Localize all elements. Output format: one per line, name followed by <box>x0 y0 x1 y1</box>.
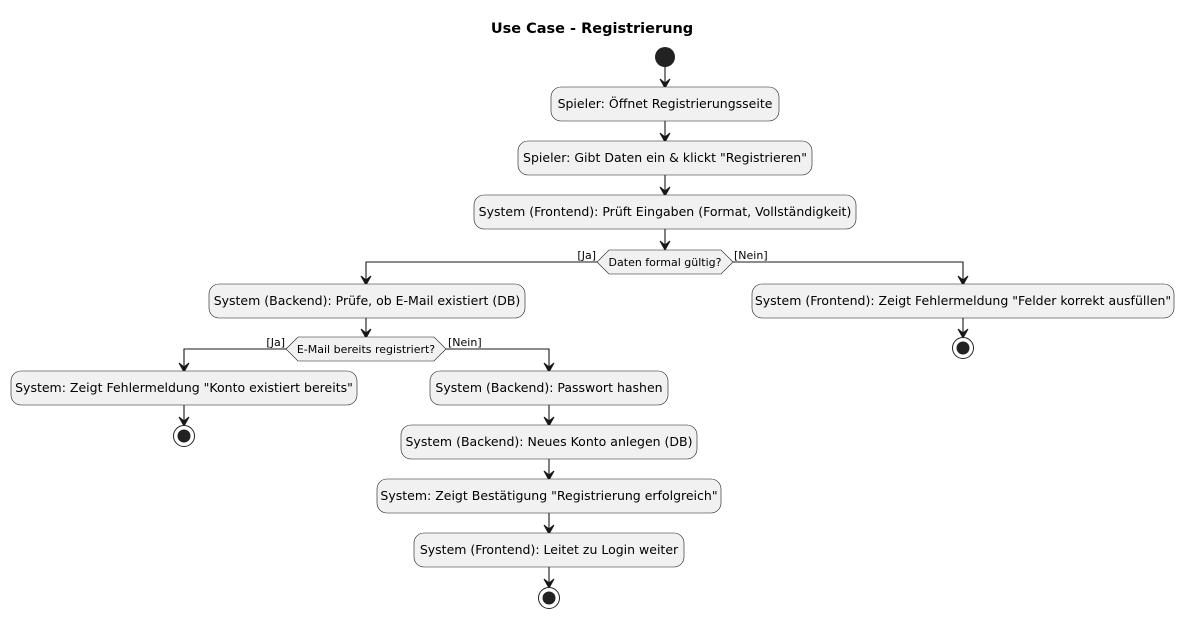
arrowhead <box>659 240 671 252</box>
activity-create-account: System (Backend): Neues Konto anlegen (D… <box>400 424 698 460</box>
activity-label: System (Frontend): Zeigt Fehlermeldung "… <box>755 293 1171 308</box>
arrowhead <box>178 362 190 374</box>
arrowhead <box>178 416 190 428</box>
activity-box <box>10 370 358 406</box>
diagram-title: Use Case - Registrierung <box>491 21 693 37</box>
end-node-success <box>538 587 560 609</box>
arrowhead <box>360 275 372 287</box>
end-dot <box>956 341 970 355</box>
activity-enter-data: Spieler: Gibt Daten ein & klickt "Regist… <box>517 140 813 176</box>
activity-box <box>208 283 526 319</box>
activity-box <box>517 140 813 176</box>
activity-open-page: Spieler: Öffnet Registrierungsseite <box>550 86 780 122</box>
activity-label: System (Backend): Neues Konto anlegen (D… <box>406 434 693 449</box>
activity-label: System (Frontend): Leitet zu Login weite… <box>420 542 679 557</box>
activity-box <box>429 370 669 406</box>
end-dot <box>177 429 191 443</box>
activity-label: Spieler: Öffnet Registrierungsseite <box>558 95 773 111</box>
edges <box>178 67 969 590</box>
activity-backend-check-email: System (Backend): Prüfe, ob E-Mail exist… <box>208 283 526 319</box>
decision-diamond <box>596 249 734 275</box>
end-node-error-fields <box>952 337 974 359</box>
activity-error-account-exists: System: Zeigt Fehlermeldung "Konto exist… <box>10 370 358 406</box>
activity-box <box>413 532 685 568</box>
end-dot <box>542 591 556 605</box>
activity-label: System: Zeigt Bestätigung "Registrierung… <box>380 488 717 503</box>
arrowhead <box>543 362 555 374</box>
activity-box <box>376 478 722 514</box>
activity-label: Spieler: Gibt Daten ein & klickt "Regist… <box>523 150 807 165</box>
activity-box <box>751 283 1175 319</box>
decision-question: E-Mail bereits registriert? <box>297 343 435 356</box>
arrowhead <box>543 524 555 536</box>
decision-data-valid: Daten formal gültig? [Ja] [Nein] <box>577 249 768 275</box>
edge-valid-no <box>733 261 964 283</box>
activity-box <box>473 194 857 230</box>
branch-label-yes: [Ja] <box>577 249 596 262</box>
activity-redirect-login: System (Frontend): Leitet zu Login weite… <box>413 532 685 568</box>
end-node-account-exists <box>173 425 195 447</box>
branch-label-yes: [Ja] <box>266 336 285 349</box>
branch-label-no: [Nein] <box>734 249 768 262</box>
branch-label-no: [Nein] <box>448 336 482 349</box>
activity-hash-password: System (Backend): Passwort hashen <box>429 370 669 406</box>
edge-registered-no <box>446 348 550 370</box>
arrowhead <box>659 78 671 90</box>
activity-box <box>400 424 698 460</box>
decision-diamond <box>285 336 447 362</box>
activity-label: System: Zeigt Fehlermeldung "Konto exist… <box>15 380 353 395</box>
activity-frontend-check: System (Frontend): Prüft Eingaben (Forma… <box>473 194 857 230</box>
arrowhead <box>659 132 671 144</box>
arrowhead <box>543 416 555 428</box>
activity-box <box>550 86 780 122</box>
activity-confirm: System: Zeigt Bestätigung "Registrierung… <box>376 478 722 514</box>
decision-email-registered: E-Mail bereits registriert? [Ja] [Nein] <box>266 336 482 362</box>
arrowhead <box>659 186 671 198</box>
activity-label: System (Frontend): Prüft Eingaben (Forma… <box>479 204 852 219</box>
activity-label: System (Backend): Passwort hashen <box>435 380 662 395</box>
arrowhead <box>957 328 969 340</box>
decision-question: Daten formal gültig? <box>609 256 722 269</box>
edge-registered-yes <box>183 348 288 370</box>
edge-valid-yes <box>365 261 597 283</box>
arrowhead <box>957 275 969 287</box>
arrowhead <box>543 470 555 482</box>
start-node <box>655 47 675 67</box>
arrowhead <box>543 578 555 590</box>
activity-label: System (Backend): Prüfe, ob E-Mail exist… <box>214 293 521 308</box>
arrowhead <box>360 328 372 340</box>
activity-error-fields: System (Frontend): Zeigt Fehlermeldung "… <box>751 283 1175 319</box>
